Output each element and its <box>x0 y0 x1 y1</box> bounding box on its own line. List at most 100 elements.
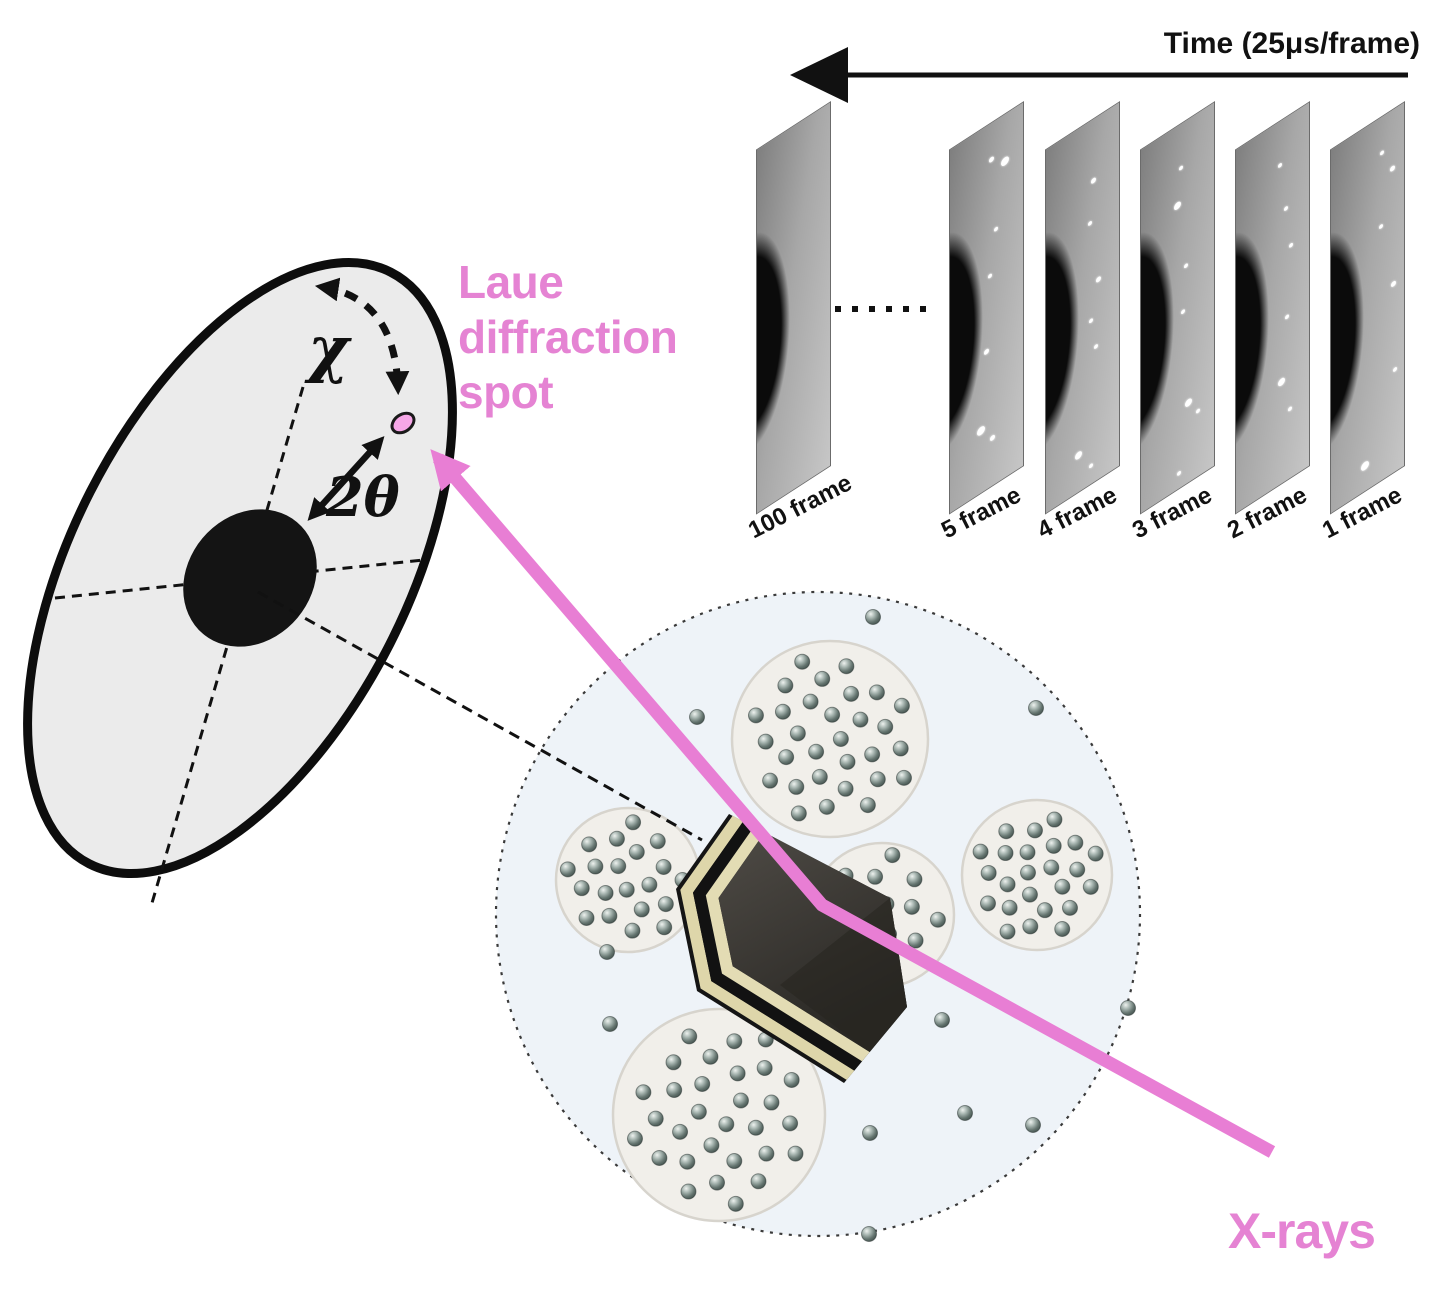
nanoparticle-sphere <box>788 778 805 795</box>
nanoparticle-sphere <box>635 1084 652 1101</box>
nanoparticle-sphere <box>757 733 774 750</box>
time-axis-label: Time (25μs/frame) <box>1163 27 1420 60</box>
nanoparticle-sphere <box>869 771 886 788</box>
nanoparticle-sphere <box>999 923 1016 940</box>
two-theta-arrow <box>307 436 385 521</box>
nanoparticle-sphere <box>877 718 894 735</box>
ellipsis-dot <box>869 306 875 312</box>
nanoparticle-sphere <box>628 843 645 860</box>
ellipsis-dot <box>903 306 909 312</box>
nanoparticle-sphere <box>1087 845 1104 862</box>
nanoparticle-sphere <box>599 944 615 960</box>
nanoparticle-sphere <box>778 749 795 766</box>
nanoparticle-sphere <box>672 1123 689 1140</box>
cube-layer-cream-inner <box>705 826 870 1062</box>
nanoparticle-sphere <box>934 1012 950 1028</box>
nanoparticle-sphere <box>641 876 658 893</box>
nanoparticle-sphere <box>665 1054 682 1071</box>
nanoparticle-sphere <box>756 1060 773 1077</box>
nanoparticle-sphere <box>633 901 650 918</box>
nanoparticle-sphere <box>824 706 841 723</box>
nanoparticle-sphere <box>666 1082 683 1099</box>
ellipsis-dot <box>852 306 858 312</box>
nanoparticle-sphere <box>680 1183 697 1200</box>
nanoparticle-sphere <box>837 780 854 797</box>
nanoparticle-sphere <box>679 1153 696 1170</box>
nanoparticle-sphere <box>997 845 1014 862</box>
nanoparticle-sphere <box>1046 811 1063 828</box>
cube-layer-black <box>693 821 862 1071</box>
nanoparticle-sphere <box>839 753 856 770</box>
nanoparticle-sphere <box>903 898 920 915</box>
nanoparticle-sphere <box>718 1116 735 1133</box>
ellipsis-dot <box>886 306 892 312</box>
nanoparticle-sphere <box>647 1110 664 1127</box>
nanoparticle-sphere <box>808 743 825 760</box>
nanoparticle-sphere <box>1043 859 1060 876</box>
nanoparticle-sphere <box>703 1137 720 1154</box>
nanoparticle-sphere <box>893 697 910 714</box>
nanoparticle-sphere <box>1061 899 1078 916</box>
nanoparticle-sphere <box>818 798 835 815</box>
nanoparticle-sphere <box>865 609 881 625</box>
nanoparticle-sphere <box>1054 921 1071 938</box>
xray-beam <box>430 449 1276 1158</box>
nanoparticle-sphere <box>980 864 997 881</box>
cube-layer-cream-outer <box>680 815 855 1080</box>
nanoparticle-sphere <box>811 768 828 785</box>
nanoparticle-sphere <box>1019 864 1036 881</box>
nanoparticle-sphere <box>929 911 946 928</box>
time-axis <box>790 47 1408 103</box>
nanoparticle-sphere <box>597 884 614 901</box>
laue-spot-label: Laue diffraction spot <box>458 256 678 418</box>
nanoparticle-sphere <box>651 1149 668 1166</box>
nanoparticle-sphere <box>1054 878 1071 895</box>
nanoparticle-sphere <box>1067 834 1084 851</box>
nanoparticle-sphere <box>587 858 604 875</box>
nanoparticle-sphere <box>1021 886 1038 903</box>
time-arrow-head-icon <box>790 47 848 103</box>
detector-disc <box>23 258 457 904</box>
ellipsis-dot <box>835 306 841 312</box>
nanoparticle-sphere <box>608 830 625 847</box>
nanoparticle-sphere <box>750 1173 767 1190</box>
nanoparticle-sphere <box>852 711 869 728</box>
nanoparticle-sphere <box>762 772 779 789</box>
beamstop <box>183 509 317 647</box>
nanoparticle-sphere <box>625 814 642 831</box>
nanoparticle-sphere <box>1120 1000 1136 1016</box>
nanoparticle-sphere <box>626 1130 643 1147</box>
nanoparticle-sphere <box>906 871 923 888</box>
nanoparticle-sphere <box>702 1048 719 1065</box>
nanoparticle-sphere <box>758 1145 775 1162</box>
nanoparticle-sphere <box>656 919 673 936</box>
nanoparticle-sphere <box>1082 878 1099 895</box>
ellipsis-dot <box>920 306 926 312</box>
nanoparticle-sphere <box>884 847 901 864</box>
nanoparticle-sphere <box>794 653 811 670</box>
nanoparticle-sphere <box>999 876 1016 893</box>
nanoparticle-sphere <box>843 685 860 702</box>
nanoparticle-sphere <box>832 731 849 747</box>
nanoparticle-sphere <box>789 725 806 742</box>
nanoparticle-sphere <box>649 833 666 850</box>
nanoparticle-sphere <box>867 868 884 885</box>
nanoparticle-sphere <box>559 861 576 878</box>
nanoparticle-sphere <box>868 684 885 701</box>
nanoparticle-sphere <box>681 1028 698 1045</box>
nanoparticle-sphere <box>838 658 855 675</box>
nanoparticle-sphere <box>726 1153 743 1170</box>
nanoparticle-sphere <box>694 1075 711 1092</box>
nanoparticle-sphere <box>602 1016 618 1032</box>
nanoparticle-sphere <box>979 895 996 912</box>
nanoparticle-sphere <box>1026 822 1043 839</box>
nanoparticle-sphere <box>907 932 924 949</box>
chi-angle-label: χ <box>308 312 349 385</box>
crystal-cube <box>676 814 907 1083</box>
nanoparticle-sphere <box>1019 844 1036 861</box>
ellipsis-dot <box>818 306 824 312</box>
nanoparticle-sphere <box>998 823 1015 840</box>
nanoparticle-sphere <box>892 740 909 757</box>
nanoparticle-sphere <box>747 1119 764 1136</box>
nanoparticle-sphere <box>861 1226 877 1242</box>
